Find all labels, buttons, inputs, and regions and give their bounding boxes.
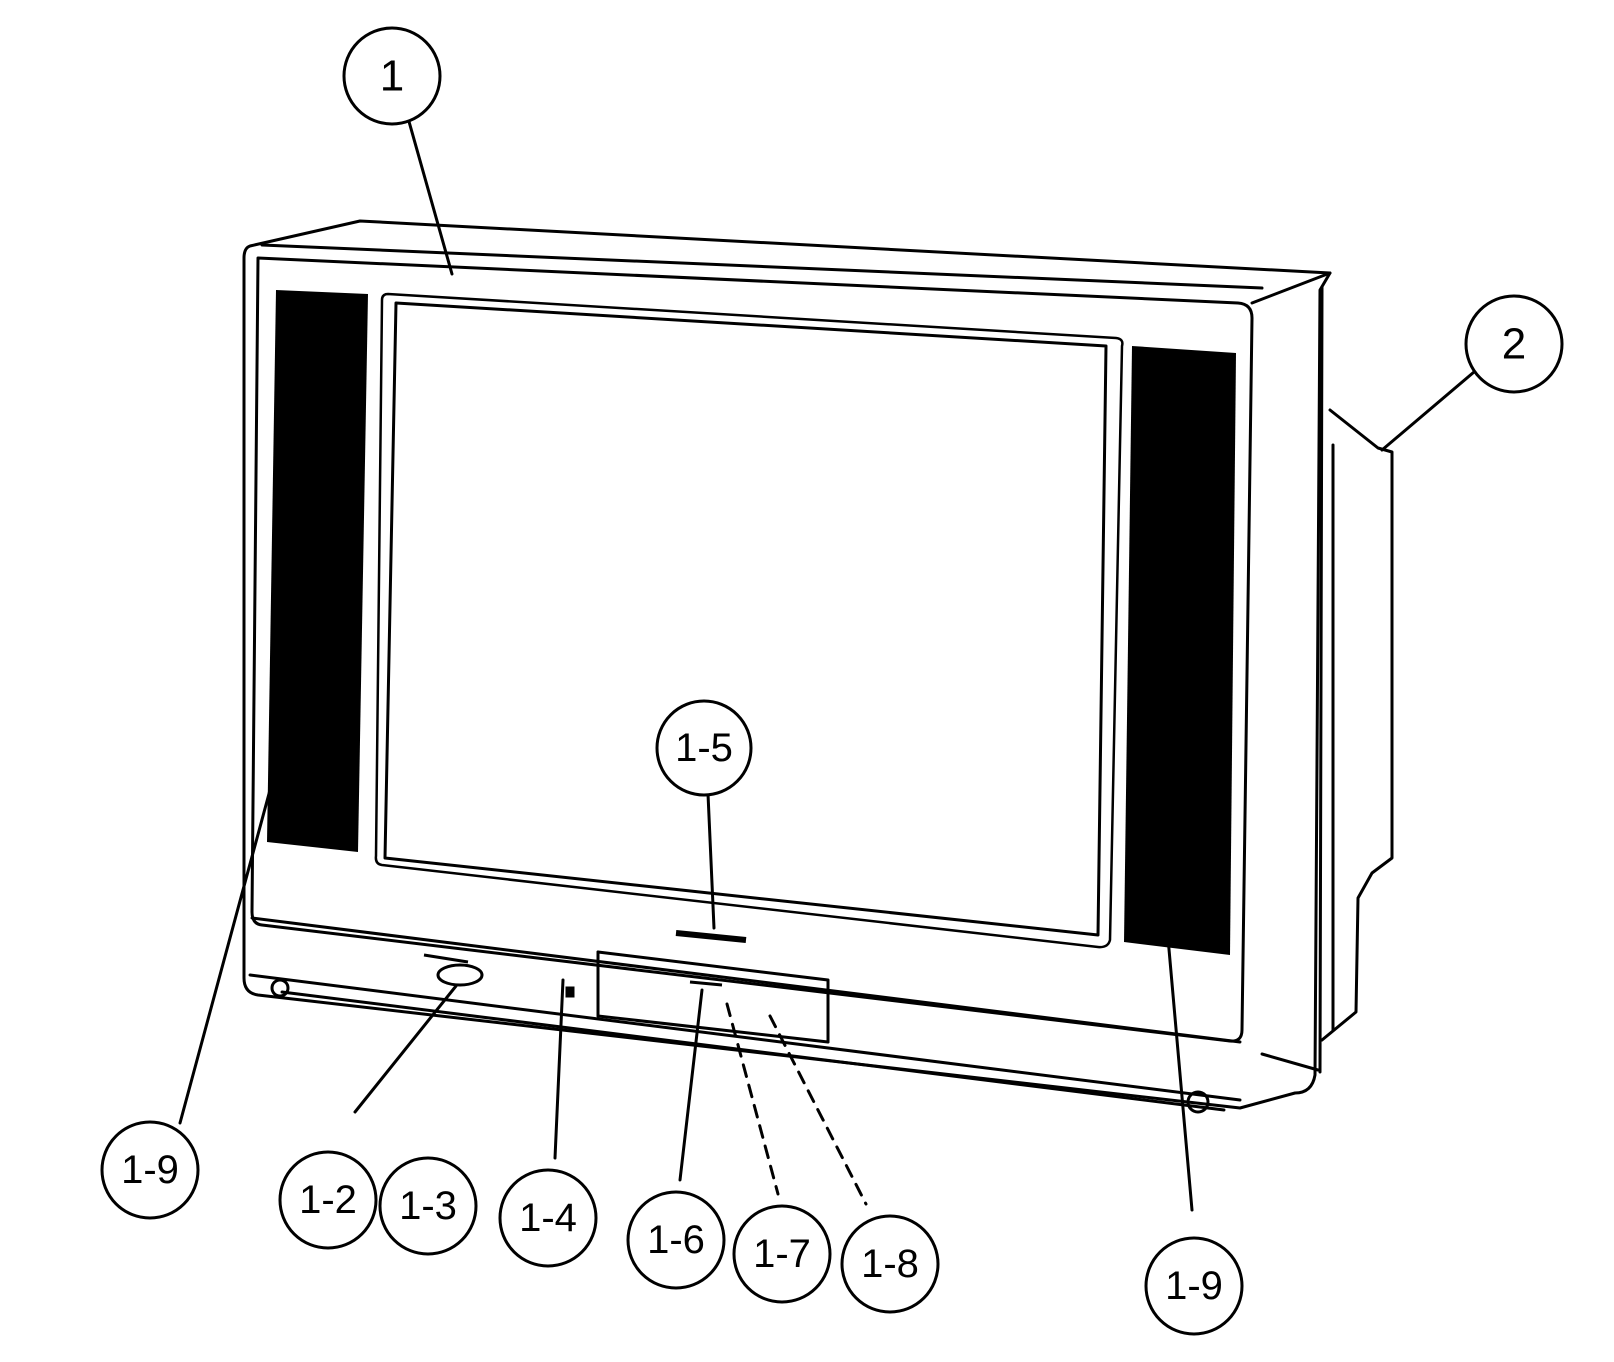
front-bezel-outline bbox=[242, 219, 1332, 1110]
callout-1-9-left-label: 1-9 bbox=[121, 1148, 179, 1192]
rear-hood bbox=[1320, 408, 1394, 1042]
callout-1-8: 1-8 bbox=[840, 1214, 940, 1314]
callout-1-3-label: 1-3 bbox=[399, 1184, 457, 1228]
leader-lines bbox=[178, 116, 1476, 1212]
control-door-bottom bbox=[596, 1014, 830, 1044]
callout-1-9-right-label: 1-9 bbox=[1165, 1264, 1223, 1308]
callout-1-3: 1-3 bbox=[378, 1156, 478, 1256]
remote-sensor-mark bbox=[689, 980, 723, 987]
control-panel-top bbox=[250, 916, 1242, 1044]
control-door-center bbox=[596, 950, 830, 1044]
bottom-trim bbox=[280, 990, 1226, 1112]
control-panel-edge bbox=[248, 973, 1242, 1102]
callout-1-2: 1-2 bbox=[278, 1150, 378, 1250]
leader-2 bbox=[1380, 370, 1476, 452]
foot-left bbox=[270, 978, 290, 998]
power-switch bbox=[436, 963, 484, 987]
leader-1-7 bbox=[725, 1002, 780, 1196]
foot-right bbox=[1186, 1090, 1210, 1114]
callout-1-6: 1-6 bbox=[626, 1190, 726, 1290]
speaker-grille-left bbox=[267, 290, 368, 852]
leader-1-8 bbox=[768, 1014, 868, 1206]
callout-2-label: 2 bbox=[1502, 320, 1526, 369]
callout-1-7: 1-7 bbox=[732, 1204, 832, 1304]
power-label-mark bbox=[423, 953, 469, 964]
callout-1-4-label: 1-4 bbox=[519, 1196, 577, 1240]
brand-logo bbox=[675, 930, 747, 943]
screen bbox=[383, 301, 1108, 937]
callout-1-4: 1-4 bbox=[498, 1168, 598, 1268]
leader-1-4 bbox=[553, 978, 565, 1160]
leader-1-2 bbox=[353, 984, 458, 1114]
leader-1-5 bbox=[706, 792, 716, 930]
callout-1-2-label: 1-2 bbox=[299, 1178, 357, 1222]
callout-1-5: 1-5 bbox=[655, 699, 753, 797]
speaker-grille-right bbox=[1124, 346, 1236, 955]
callout-1-9-left: 1-9 bbox=[100, 1120, 200, 1220]
callout-1: 1 bbox=[342, 26, 442, 126]
leader-1-9-right bbox=[1166, 936, 1194, 1212]
top-rim bbox=[260, 243, 1264, 290]
callout-1-5-label: 1-5 bbox=[675, 726, 733, 770]
callout-1-6-label: 1-6 bbox=[647, 1218, 705, 1262]
leader-1 bbox=[406, 116, 454, 276]
inner-frame bbox=[250, 256, 1254, 1043]
speaker-grilles bbox=[267, 290, 1236, 955]
callout-1-9-right: 1-9 bbox=[1144, 1236, 1244, 1336]
callout-1-7-label: 1-7 bbox=[753, 1232, 811, 1276]
indicator bbox=[565, 986, 575, 998]
leader-1-9-left bbox=[178, 788, 272, 1125]
callout-1-label: 1 bbox=[380, 52, 404, 101]
leader-1-6 bbox=[678, 988, 704, 1182]
callout-1-8-label: 1-8 bbox=[861, 1242, 919, 1286]
tv-cabinet bbox=[242, 219, 1394, 1114]
cabinet-right-side bbox=[1250, 271, 1332, 1074]
front-details bbox=[423, 930, 747, 998]
screen-surround bbox=[374, 292, 1124, 949]
callout-2: 2 bbox=[1464, 294, 1564, 394]
